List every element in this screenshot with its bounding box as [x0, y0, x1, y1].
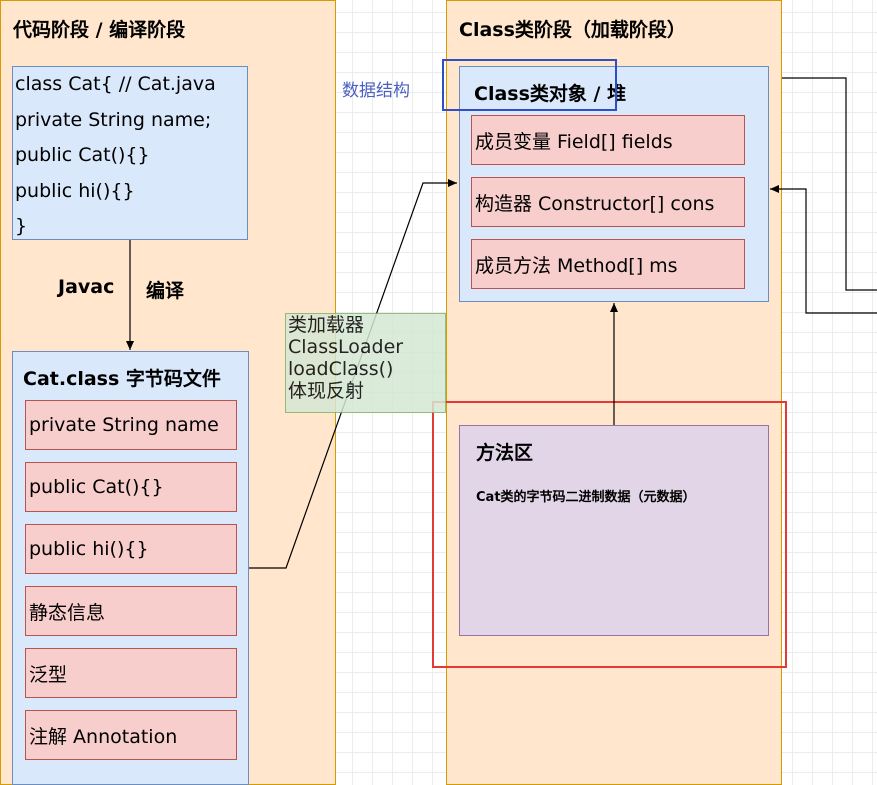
source-line: class Cat{ // Cat.java: [15, 73, 216, 95]
source-line: private String name;: [15, 108, 212, 131]
method-area-highlight: [432, 401, 787, 668]
source-code-box[interactable]: class Cat{ // Cat.java private String na…: [12, 66, 248, 240]
javac-label: Javac: [58, 276, 115, 298]
source-line: public hi(){}: [15, 179, 135, 202]
source-line: public Cat(){}: [15, 144, 150, 166]
lane-code-title: 代码阶段 / 编译阶段: [13, 19, 186, 41]
method-area-subtitle: Cat类的字节码二进制数据（元数据）: [476, 490, 696, 505]
class-object-item-label: 构造器 Constructor[] cons: [475, 192, 715, 215]
bytecode-item-label: 泛型: [29, 663, 68, 686]
source-line: }: [15, 215, 28, 237]
bytecode-item-label: 注解 Annotation: [29, 725, 178, 748]
data-structure-label: 数据结构: [342, 81, 410, 101]
bytecode-item[interactable]: public Cat(){}: [25, 462, 237, 512]
class-object-title: Class类对象 / 堆: [474, 83, 627, 105]
method-area-title: 方法区: [476, 442, 534, 464]
class-loader-line: 类加载器: [288, 314, 365, 336]
class-loader-note[interactable]: 类加载器 ClassLoader loadClass() 体现反射: [285, 313, 446, 413]
class-object-highlight: [442, 59, 617, 111]
compile-label: 编译: [146, 280, 185, 302]
lane-class-title: Class类阶段（加载阶段）: [459, 19, 686, 41]
bytecode-item[interactable]: 泛型: [25, 648, 237, 698]
class-object-item[interactable]: 成员方法 Method[] ms: [471, 239, 745, 289]
bytecode-item-label: public Cat(){}: [29, 476, 164, 498]
bytecode-item-label: private String name: [29, 414, 219, 436]
method-area-box[interactable]: 方法区 Cat类的字节码二进制数据（元数据）: [459, 425, 769, 636]
class-object-item-label: 成员变量 Field[] fields: [475, 130, 673, 153]
class-loader-line: ClassLoader: [288, 336, 404, 358]
bytecode-item-label: public hi(){}: [29, 538, 149, 560]
class-loader-line: loadClass(): [288, 358, 394, 380]
class-object-item[interactable]: 构造器 Constructor[] cons: [471, 177, 745, 227]
arrow-right-in: [770, 185, 877, 314]
bytecode-item[interactable]: 静态信息: [25, 586, 237, 636]
connector-right-out: [782, 77, 877, 291]
bytecode-item-label: 静态信息: [29, 601, 106, 624]
bytecode-item[interactable]: 注解 Annotation: [25, 710, 237, 760]
bytecode-item[interactable]: private String name: [25, 400, 237, 450]
bytecode-item[interactable]: public hi(){}: [25, 524, 237, 574]
class-loader-line: 体现反射: [288, 380, 365, 402]
bytecode-title: Cat.class 字节码文件: [23, 368, 221, 390]
class-object-item-label: 成员方法 Method[] ms: [475, 254, 678, 277]
class-object-item[interactable]: 成员变量 Field[] fields: [471, 115, 745, 165]
